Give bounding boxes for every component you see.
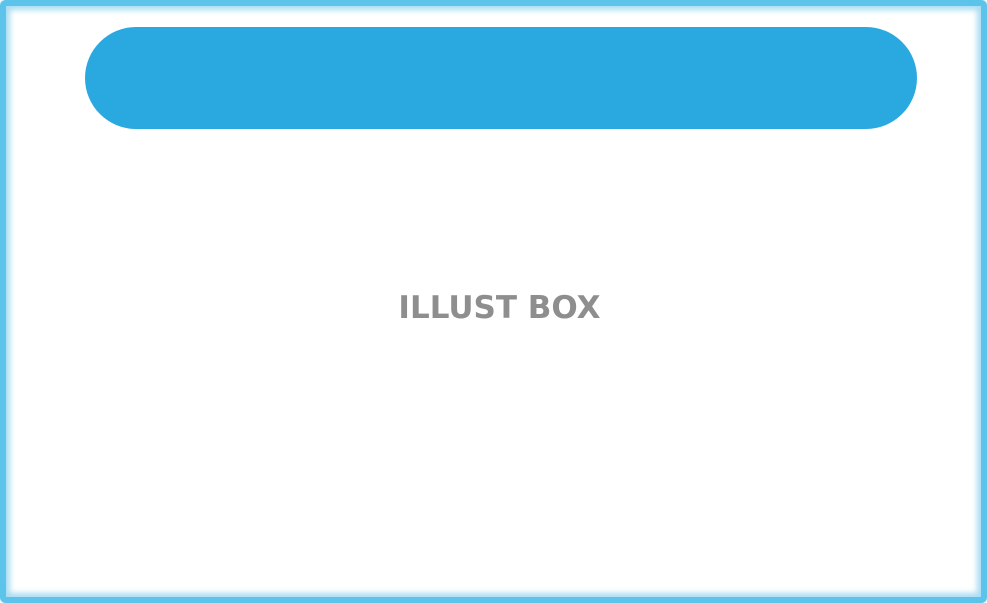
watermark: ILLUST BOX: [398, 290, 601, 326]
title-banner: [85, 27, 917, 129]
